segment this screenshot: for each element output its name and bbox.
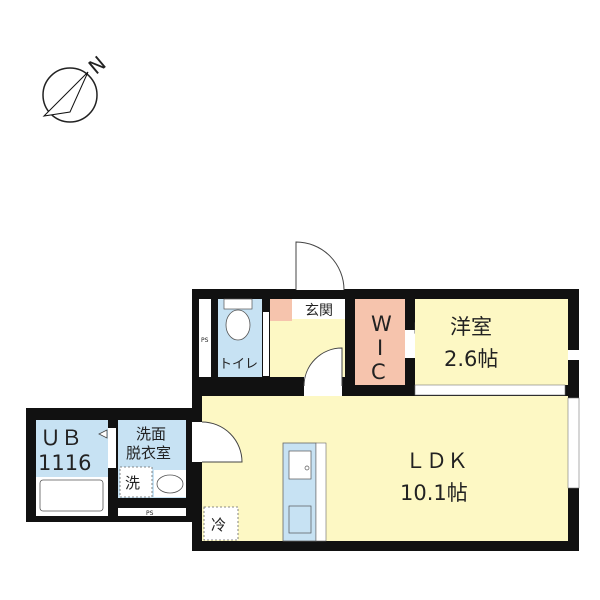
unit-bath-size: 1116 bbox=[38, 451, 91, 475]
fridge-space bbox=[203, 506, 239, 541]
walk-in-closet bbox=[355, 299, 405, 385]
washroom-label-2: 脱衣室 bbox=[126, 444, 171, 462]
unit-bath-name: ＵＢ bbox=[40, 426, 82, 450]
wic-label-i: I bbox=[377, 336, 383, 360]
wash-basin-icon bbox=[156, 474, 184, 494]
ldk-window bbox=[567, 397, 580, 489]
washroom-door-opening bbox=[192, 422, 202, 462]
front-door[interactable] bbox=[295, 241, 345, 291]
front-door-opening bbox=[296, 280, 344, 290]
washroom-label-1: 洗面 bbox=[136, 425, 166, 443]
wic-label-w: W bbox=[371, 312, 392, 336]
western-room-size: 2.6帖 bbox=[444, 347, 498, 371]
western-room-sliding-door[interactable] bbox=[414, 384, 566, 396]
ldk-room bbox=[202, 396, 568, 541]
stove-icon bbox=[288, 505, 312, 534]
kitchen-sink-icon bbox=[288, 450, 312, 480]
toilet-label: トイレ bbox=[219, 357, 258, 372]
compass-north-icon: N bbox=[42, 51, 111, 123]
washer-space bbox=[119, 466, 153, 498]
washroom-door[interactable] bbox=[201, 421, 243, 463]
toilet-bowl-icon bbox=[225, 309, 251, 341]
entrance-label: 玄関 bbox=[305, 302, 333, 319]
entrance-step bbox=[292, 299, 345, 319]
western-room bbox=[415, 299, 568, 385]
ldk-size: 10.1帖 bbox=[400, 481, 468, 505]
ps-shaft-top bbox=[199, 299, 211, 377]
washer-label: 洗 bbox=[125, 474, 140, 492]
toilet-tank-icon bbox=[223, 298, 253, 310]
kitchen-backsplash bbox=[315, 442, 327, 542]
ps-bottom-label: PS bbox=[146, 510, 154, 517]
bathtub-icon bbox=[39, 479, 104, 512]
western-room-name: 洋室 bbox=[450, 315, 492, 339]
ldk-name: ＬＤＫ bbox=[405, 449, 468, 473]
western-room-window bbox=[568, 350, 579, 360]
hall-door[interactable] bbox=[303, 347, 343, 387]
toilet-door[interactable] bbox=[263, 312, 269, 376]
wic-label-c: C bbox=[371, 360, 386, 384]
entrance-floor bbox=[270, 299, 292, 321]
fridge-label: 冷 bbox=[211, 516, 226, 534]
ps-shaft-bottom bbox=[118, 508, 186, 516]
ps-top-label: PS bbox=[201, 337, 209, 344]
wic-door[interactable] bbox=[405, 330, 415, 358]
bath-door-arrow-icon bbox=[98, 429, 108, 439]
bath-door[interactable] bbox=[108, 428, 116, 468]
